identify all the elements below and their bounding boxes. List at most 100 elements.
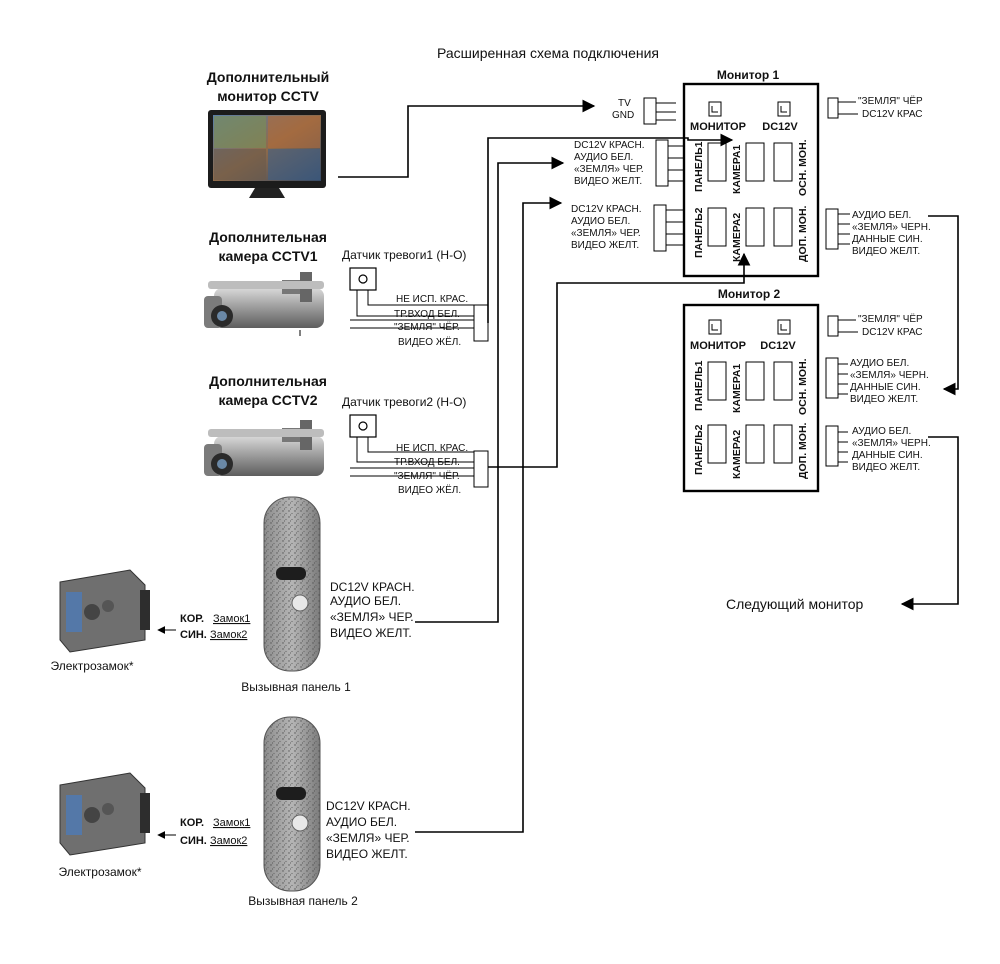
- monitor2-bus-in-connector: [825, 357, 839, 399]
- gnd-label: GND: [612, 110, 634, 121]
- m-in-p1-4: ВИДЕО ЖЕЛТ.: [574, 176, 642, 187]
- cam1-wire-3: "ЗЕМЛЯ" ЧЁР.: [394, 321, 460, 333]
- monitor1-label-monitor: МОНИТОР: [690, 121, 746, 133]
- cam1-wire-1: НЕ ИСП. КРАС.: [396, 294, 468, 305]
- lock1-image: [59, 569, 150, 653]
- wiring: [338, 99, 959, 833]
- lock1-wire1-prefix: КОР.: [180, 613, 204, 625]
- lock1-wire2-prefix: СИН.: [180, 629, 207, 641]
- monitor1-jacks: [707, 142, 793, 247]
- monitor1-power-1: "ЗЕМЛЯ" ЧЁР: [858, 95, 923, 107]
- sensor2-icon: [358, 421, 368, 431]
- monitor1-power-connector: [827, 97, 839, 119]
- monitor2-bus-in-2: «ЗЕМЛЯ» ЧЕРН.: [850, 370, 929, 381]
- m-in-p2-3: «ЗЕМЛЯ» ЧЕР.: [571, 228, 641, 239]
- camera2-image: [204, 420, 324, 476]
- monitor2-label-dc12v: DC12V: [760, 340, 796, 352]
- camera2-label-1: Дополнительная: [209, 373, 327, 389]
- camera2-label-2: камера CCTV2: [218, 392, 317, 408]
- panel2-wire-1: DC12V КРАСН.: [326, 799, 411, 813]
- monitor2-jack-panel2: ПАНЕЛЬ2: [693, 424, 705, 475]
- m-in-p1-2: АУДИО БЕЛ.: [574, 152, 633, 163]
- call-panel1-image: [263, 496, 321, 672]
- monitor1-jack-panel2: ПАНЕЛЬ2: [693, 207, 705, 258]
- lock2-image: [59, 772, 150, 856]
- sensor2-label: Датчик тревоги2 (Н-О): [342, 395, 466, 409]
- monitor1-label-dc12v: DC12V: [762, 121, 798, 133]
- monitor2-power-1: "ЗЕМЛЯ" ЧЁР: [858, 313, 923, 325]
- panel1-wire-3: «ЗЕМЛЯ» ЧЕР.: [330, 610, 414, 624]
- cam2-connector: [473, 450, 489, 488]
- next-monitor-label: Следующий монитор: [726, 596, 863, 612]
- panel2-wire-3: «ЗЕМЛЯ» ЧЕР.: [326, 831, 410, 845]
- monitor2-dc-jack: [777, 319, 791, 335]
- monitor1-bus-4: ВИДЕО ЖЕЛТ.: [852, 246, 920, 257]
- panel1-caption: Вызывная панель 1: [241, 680, 351, 694]
- diagram-title: Расширенная схема подключения: [437, 45, 659, 61]
- monitor2-bus-in-3: ДАННЫЕ СИН.: [850, 382, 921, 393]
- cam2-wire-1: НЕ ИСП. КРАС.: [396, 443, 468, 454]
- monitor2-monitor-jack: [708, 319, 722, 335]
- monitor1-bus-2: «ЗЕМЛЯ» ЧЕРН.: [852, 222, 931, 233]
- monitor1-bus-connector: [825, 208, 839, 250]
- monitor1-jack-camera1: КАМЕРА1: [731, 145, 743, 194]
- monitor1-monitor-jack: [708, 101, 722, 117]
- cam1-wire-2: ТР.ВХОД БЕЛ.: [394, 309, 460, 320]
- sensor1-icon: [358, 274, 368, 284]
- m-in-p1-3: «ЗЕМЛЯ» ЧЕР.: [574, 164, 644, 175]
- cam1-connector: [473, 304, 489, 342]
- lock2-caption: Электрозамок*: [58, 865, 141, 879]
- panel1-wire-4: ВИДЕО ЖЕЛТ.: [330, 626, 412, 640]
- monitor2-bus-out-4: ВИДЕО ЖЕЛТ.: [852, 462, 920, 473]
- lock2-wire2-label: Замок2: [210, 835, 247, 847]
- monitor2-jack-camera1: КАМЕРА1: [731, 364, 743, 413]
- monitor1-power-2: DC12V КРАС: [862, 109, 923, 120]
- monitor1-jack-camera2: КАМЕРА2: [731, 213, 743, 262]
- camera1-label-2: камера CCTV1: [218, 248, 317, 264]
- panel2-wire-4: ВИДЕО ЖЕЛТ.: [326, 847, 408, 861]
- monitor1-jack-extra: ДОП. МОН.: [797, 205, 809, 262]
- cctv-monitor-label-1: Дополнительный: [207, 69, 329, 85]
- camera1-image: [204, 272, 324, 328]
- monitor2-jacks: [707, 361, 793, 464]
- lock2-wire1-prefix: КОР.: [180, 817, 204, 829]
- call-panel2-image: [263, 716, 321, 892]
- monitor1-title: Монитор 1: [717, 68, 780, 82]
- lock2-wire1-label: Замок1: [213, 817, 250, 829]
- panel2-caption: Вызывная панель 2: [248, 894, 358, 908]
- monitor2-power-connector: [827, 315, 839, 337]
- lock1-wire2-label: Замок2: [210, 629, 247, 641]
- monitor2-jack-extra: ДОП. МОН.: [797, 422, 809, 479]
- cctv-monitor-image: [208, 110, 326, 198]
- lock1-caption: Электрозамок*: [50, 659, 133, 673]
- m-in-p2-2: АУДИО БЕЛ.: [571, 216, 630, 227]
- m-in-p2-connector: [653, 204, 667, 252]
- monitor1-dc-jack: [777, 101, 791, 117]
- cam2-wire-4: ВИДЕО ЖЁЛ.: [398, 484, 461, 496]
- panel2-wire-2: АУДИО БЕЛ.: [326, 815, 397, 829]
- monitor1-jack-main: ОСН. МОН.: [797, 139, 809, 196]
- panel1-wire-2: АУДИО БЕЛ.: [330, 594, 401, 608]
- monitor2-bus-out-3: ДАННЫЕ СИН.: [852, 450, 923, 461]
- monitor2-bus-out-2: «ЗЕМЛЯ» ЧЕРН.: [852, 438, 931, 449]
- monitor2-power-2: DC12V КРАС: [862, 327, 923, 338]
- monitor2-bus-in-1: АУДИО БЕЛ.: [850, 358, 909, 369]
- panel1-wire-1: DC12V КРАСН.: [330, 580, 415, 594]
- m-in-p1-connector: [655, 139, 669, 187]
- cam1-wire-4: ВИДЕО ЖЁЛ.: [398, 336, 461, 348]
- monitor2-jack-main: ОСН. МОН.: [797, 358, 809, 415]
- monitor1-bus-3: ДАННЫЕ СИН.: [852, 234, 923, 245]
- sensor1-label: Датчик тревоги1 (Н-О): [342, 248, 466, 262]
- monitor2-jack-panel1: ПАНЕЛЬ1: [693, 360, 705, 411]
- cctv-monitor-label-2: монитор CCTV: [217, 88, 319, 104]
- monitor2-label-monitor: МОНИТОР: [690, 340, 746, 352]
- lock2-wire2-prefix: СИН.: [180, 835, 207, 847]
- m-in-p2-4: ВИДЕО ЖЕЛТ.: [571, 240, 639, 251]
- monitor1-bus-1: АУДИО БЕЛ.: [852, 210, 911, 221]
- camera1-label-1: Дополнительная: [209, 229, 327, 245]
- monitor2-bus-out-connector: [825, 425, 839, 467]
- m-in-p1-1: DC12V КРАСН.: [574, 140, 645, 151]
- m-in-p2-1: DC12V КРАСН.: [571, 204, 642, 215]
- tv-connector: [643, 97, 657, 125]
